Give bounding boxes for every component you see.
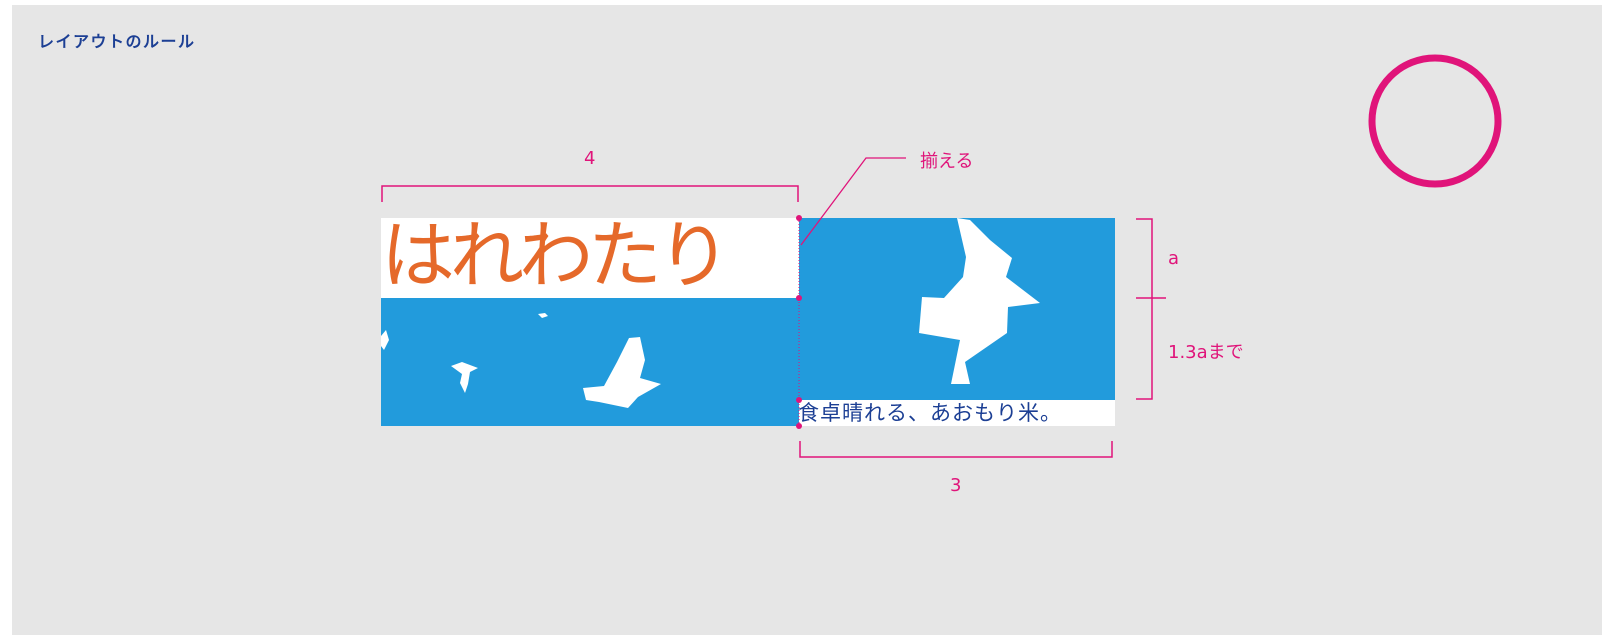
bottom-width-bracket: [799, 441, 1113, 458]
guide-dot: [796, 397, 802, 403]
bird-silhouette-icon: [538, 313, 548, 318]
bird-silhouette-icon: [451, 362, 478, 393]
page-title: レイアウトのルール: [38, 32, 196, 51]
bird-silhouette-icon: [583, 337, 661, 408]
circle-ok-icon: [1368, 54, 1502, 188]
left-sky-block: [381, 298, 799, 426]
wordmark-band: [381, 218, 799, 298]
tagline: 食卓晴れる、あおもり米。: [798, 401, 1062, 425]
align-label: 揃える: [920, 151, 974, 172]
guide-dot: [796, 295, 802, 301]
top-width-bracket: [381, 185, 799, 202]
height-max-bracket: [1136, 298, 1153, 400]
bird-silhouette-icon: [919, 218, 1040, 384]
bottom-ratio-label: 3: [950, 475, 962, 496]
tagline-band: [799, 400, 1115, 426]
guide-dot: [796, 423, 802, 429]
guide-dot: [796, 215, 802, 221]
height-a-label: a: [1168, 248, 1180, 269]
bird-silhouette-icon: [381, 330, 389, 350]
align-leader-line: [800, 157, 906, 246]
wordmark: はれわたり: [381, 213, 731, 299]
height-a-bracket: [1136, 218, 1153, 299]
height-max-label: 1.3aまで: [1168, 342, 1244, 363]
top-ratio-label: 4: [584, 148, 596, 169]
